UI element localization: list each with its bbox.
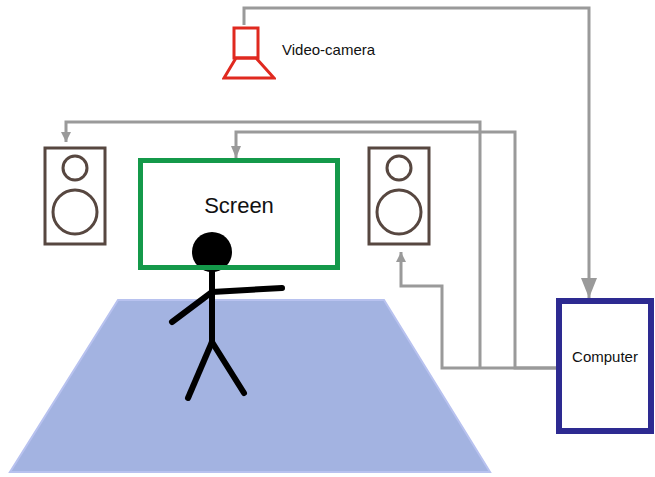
stick-figure (172, 232, 282, 398)
screen-box: Screen (138, 158, 340, 270)
camera-label: Video-camera (282, 41, 375, 58)
signal-wire (236, 132, 556, 368)
speaker-right (369, 148, 429, 244)
floor-area (10, 300, 490, 472)
speaker-wires (66, 122, 558, 368)
speaker-left (45, 148, 105, 244)
camera-node: Video-camera (222, 25, 276, 81)
camera-icon (222, 25, 276, 81)
computer-label: Computer (572, 348, 638, 365)
computer-box: Computer (556, 298, 654, 434)
signal-wire (244, 8, 589, 298)
screen-label: Screen (204, 193, 274, 219)
